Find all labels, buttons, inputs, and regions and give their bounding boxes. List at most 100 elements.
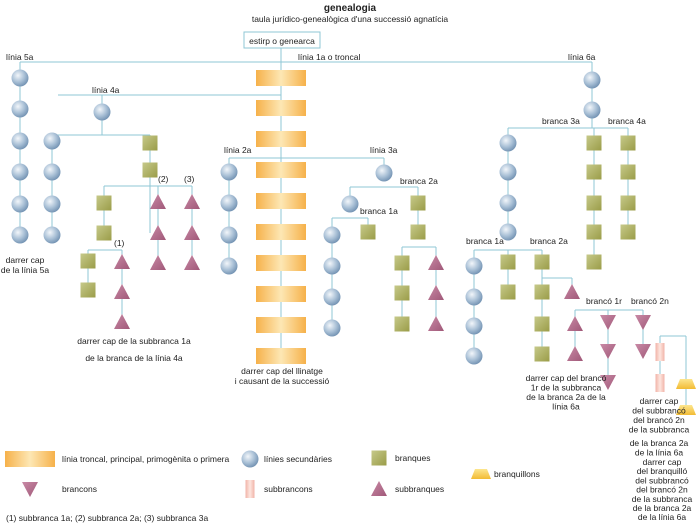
secondary-line-node [465, 347, 483, 365]
note-text: darrer cap del llinatge [241, 366, 323, 376]
subbranch-node [184, 225, 200, 240]
linia-2a-label: línia 2a [224, 145, 252, 155]
note-text: 1r de la subbranca [531, 383, 602, 393]
secondary-line-node [583, 101, 601, 119]
troncal-node [5, 451, 55, 467]
branch-node [96, 195, 112, 211]
branch-node [410, 195, 426, 211]
secondary-line-node [11, 69, 29, 87]
note-text: darrer cap del brancó [526, 373, 607, 383]
linia-5a-label: línia 5a [6, 52, 34, 62]
branquillo-node [471, 469, 491, 479]
secondary-line-node [220, 163, 238, 181]
note-text: del brancó 2n [636, 485, 688, 495]
marker-label: (3) [184, 174, 195, 184]
footnote: (1) subbranca 1a; (2) subbranca 2a; (3) … [6, 513, 209, 523]
note-text: de la branca 2a [633, 503, 692, 513]
branch-node [534, 316, 550, 332]
note-text: de la branca 2a de la [526, 392, 606, 402]
secondary-line-node [43, 132, 61, 150]
note-text: de la branca 2a [630, 438, 689, 448]
diagram-title: genealogia [324, 3, 377, 14]
branca-2a-label: branca 2a [400, 176, 438, 186]
secondary-line-node [323, 226, 341, 244]
troncal-node [256, 286, 306, 302]
branch-node [586, 224, 602, 240]
branca-2a-label: branca 2a [530, 236, 568, 246]
secondary-line-node [499, 163, 517, 181]
subbranch-node [150, 255, 166, 270]
note-text: del subbrancó [632, 406, 686, 416]
secondary-line-node [375, 164, 393, 182]
secondary-line-node [499, 223, 517, 241]
secondary-line-node [11, 163, 29, 181]
branch-node [410, 224, 426, 240]
secondary-line-node [220, 194, 238, 212]
branch-node [586, 135, 602, 151]
branch-node [586, 254, 602, 270]
subbranco-node [655, 343, 665, 361]
legend-label: branques [395, 453, 430, 463]
branch-node [534, 254, 550, 270]
note-text: darrer cap de la subbranca 1a [77, 336, 191, 346]
marker-label: (2) [158, 174, 169, 184]
note-text: i causant de la successió [235, 376, 330, 386]
subbranch-node [371, 481, 387, 496]
subbranco-node [655, 374, 665, 392]
branch-node [80, 253, 96, 269]
subbranch-node [428, 285, 444, 300]
subbranch-node [428, 316, 444, 331]
note-text: de la línia 6a [638, 512, 686, 522]
legend-label: branquillons [494, 469, 540, 479]
branco-node [600, 375, 616, 390]
branch-node [620, 164, 636, 180]
secondary-line-node [43, 226, 61, 244]
branco-2n-label: brancó 2n [631, 296, 669, 306]
legend-label: subbranques [395, 484, 444, 494]
branch-node [586, 195, 602, 211]
subbranch-node [114, 314, 130, 329]
secondary-line-node [43, 163, 61, 181]
branch-node [620, 224, 636, 240]
subbranco-node [245, 480, 255, 498]
legend-label: línia troncal, principal, primogènita o … [62, 454, 230, 464]
branch-node [142, 162, 158, 178]
subbranch-node [567, 316, 583, 331]
secondary-line-node [499, 134, 517, 152]
subbranch-node [428, 255, 444, 270]
note-text: del brancó 2n [633, 415, 685, 425]
secondary-line-node [220, 226, 238, 244]
subbranch-node [114, 254, 130, 269]
linia-4a-label: línia 4a [92, 85, 120, 95]
note-text: de la subbranca [629, 425, 690, 435]
secondary-line-node [11, 226, 29, 244]
troncal-node [256, 224, 306, 240]
subbranch-node [564, 284, 580, 299]
diagram-subtitle: taula jurídico-genealògica d'una success… [252, 14, 449, 24]
branco-node [635, 344, 651, 359]
secondary-line-node [11, 100, 29, 118]
note-text: del branquilló [637, 466, 688, 476]
branca-4a-label: branca 4a [608, 116, 646, 126]
secondary-line-node [323, 288, 341, 306]
secondary-line-node [499, 194, 517, 212]
branch-node [500, 284, 516, 300]
note-text: de la línia 6a [635, 448, 683, 458]
branch-node [360, 224, 376, 240]
root-box [243, 31, 321, 49]
note-text: del subbrancó [635, 475, 689, 485]
linia-1a-label: línia 1a o troncal [298, 52, 360, 62]
branch-node [620, 135, 636, 151]
secondary-line-node [465, 317, 483, 335]
branch-node [371, 450, 387, 466]
branch-node [96, 225, 112, 241]
note-text: de la branca de la línia 4a [85, 353, 183, 363]
branco-node [600, 344, 616, 359]
secondary-line-node [465, 288, 483, 306]
legend-label: brancons [62, 484, 97, 494]
branch-node [394, 285, 410, 301]
troncal-node [256, 70, 306, 86]
subbranch-node [184, 255, 200, 270]
branch-node [142, 135, 158, 151]
